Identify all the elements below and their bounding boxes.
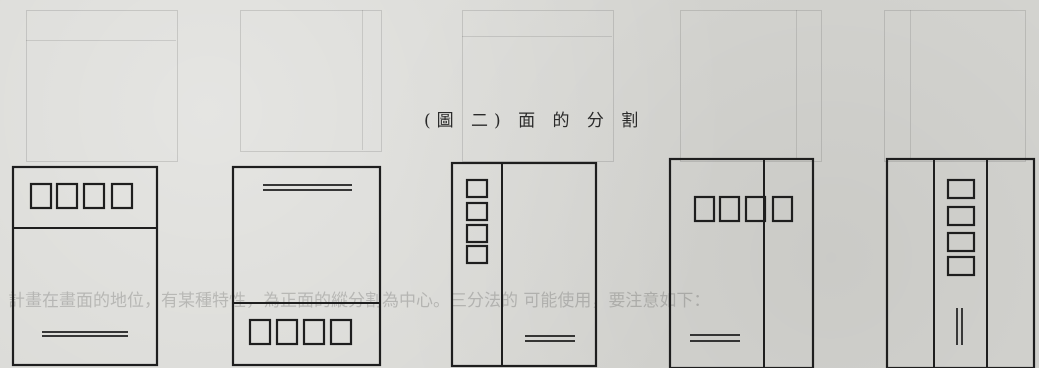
ghost-frame-5 — [884, 10, 1026, 162]
diagram-2 — [231, 165, 382, 367]
diagram-4 — [668, 157, 815, 368]
diagram-4-frame — [668, 157, 815, 368]
diagram-5-window — [946, 255, 976, 277]
ghost-line-4 — [796, 10, 797, 160]
diagram-5-window — [946, 205, 976, 227]
diagram-1 — [11, 165, 159, 367]
ghost-line-1 — [26, 40, 176, 41]
ghost-frame-3 — [462, 10, 614, 162]
diagram-5-window — [946, 178, 976, 200]
diagram-3-window — [465, 244, 489, 265]
ghost-line-2 — [362, 10, 363, 150]
diagram-4-window — [771, 195, 794, 223]
bleed-through-text: 計畫在畫面的地位，有某種特性，為正面的縱分割為中心。三分法的 可能使用，要注意如… — [8, 291, 711, 311]
diagram-3-frame — [450, 161, 598, 368]
diagram-3 — [450, 161, 598, 368]
ghost-line-3 — [462, 36, 612, 37]
diagram-3-window — [465, 201, 489, 222]
ghost-frame-4 — [680, 10, 822, 162]
ghost-frame-1 — [26, 10, 178, 162]
diagram-4-window — [693, 195, 716, 223]
diagram-5-window — [946, 231, 976, 253]
diagram-4-window — [744, 195, 767, 223]
ghost-line-5 — [910, 10, 911, 160]
diagram-4-window — [718, 195, 741, 223]
diagram-1-window — [82, 182, 106, 210]
diagram-2-window — [329, 318, 353, 346]
diagram-1-window — [110, 182, 134, 210]
diagram-3-window — [465, 178, 489, 199]
diagram-5-frame — [885, 157, 1036, 368]
figure-caption: (圖 二) 面 的 分 割 — [424, 111, 645, 131]
ghost-frame-2 — [240, 10, 382, 152]
diagram-2-window — [302, 318, 326, 346]
diagram-1-frame — [11, 165, 159, 367]
diagram-2-window — [248, 318, 272, 346]
diagram-2-window — [275, 318, 299, 346]
diagram-1-window — [29, 182, 53, 210]
diagram-3-window — [465, 223, 489, 244]
diagram-5 — [885, 157, 1036, 368]
diagram-2-frame — [231, 165, 382, 367]
diagram-1-window — [55, 182, 79, 210]
